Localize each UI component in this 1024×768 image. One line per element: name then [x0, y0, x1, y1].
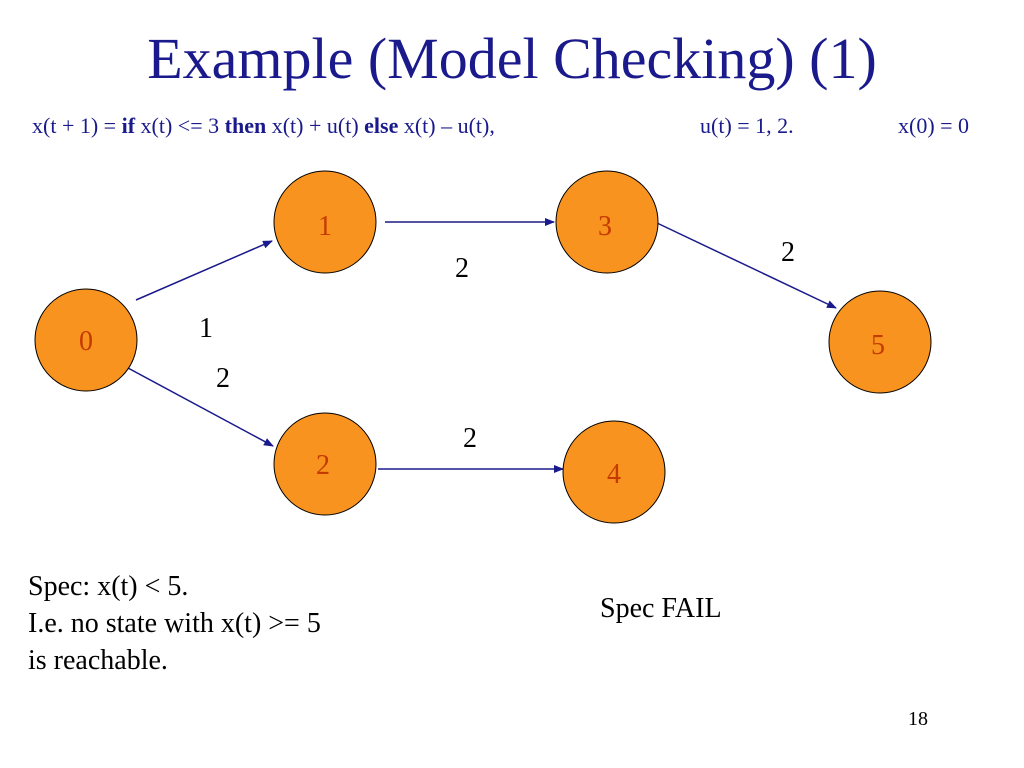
initial-state: x(0) = 0: [898, 113, 970, 138]
keyword-if: if: [121, 113, 136, 138]
node-label-4: 4: [607, 459, 621, 490]
keyword-then: then: [224, 113, 267, 138]
edge-label-3-5: 2: [781, 237, 795, 268]
slide-title: Example (Model Checking) (1): [147, 26, 877, 91]
spec-line-2: I.e. no state with x(t) >= 5: [28, 608, 321, 639]
state-node-0: 0: [34, 288, 138, 392]
state-node-3: 3: [555, 170, 659, 274]
node-label-5: 5: [871, 330, 885, 361]
formula-part-2: x(t) <= 3: [135, 113, 225, 138]
edge-label-0-1: 1: [199, 313, 213, 344]
input-values: u(t) = 1, 2.: [700, 113, 794, 138]
page-number: 18: [908, 708, 928, 730]
transition-formula: x(t + 1) = if x(t) <= 3 then x(t) + u(t)…: [32, 115, 495, 137]
spec-result: Spec FAIL: [600, 593, 722, 624]
node-label-2: 2: [316, 450, 330, 481]
spec-line-3: is reachable.: [28, 645, 168, 676]
state-node-4: 4: [562, 420, 666, 524]
specification-text: Spec: x(t) < 5. I.e. no state with x(t) …: [28, 568, 321, 679]
state-node-5: 5: [828, 290, 932, 394]
formula-part-4: x(t) – u(t),: [398, 113, 495, 138]
edge-label-1-3: 2: [455, 253, 469, 284]
formula-part-3: x(t) + u(t): [266, 113, 365, 138]
node-label-3: 3: [598, 211, 612, 242]
edge-0-2: [127, 367, 274, 447]
spec-line-1: Spec: x(t) < 5.: [28, 571, 189, 602]
edge-0-1: [135, 240, 273, 301]
keyword-else: else: [364, 113, 399, 138]
state-node-1: 1: [273, 170, 377, 274]
edge-label-2-4: 2: [463, 423, 477, 454]
node-label-1: 1: [318, 211, 332, 242]
edge-3-5: [656, 222, 837, 309]
edge-label-0-2: 2: [216, 363, 230, 394]
formula-part-1: x(t + 1) =: [32, 113, 122, 138]
node-label-0: 0: [79, 326, 93, 357]
state-node-2: 2: [273, 412, 377, 516]
